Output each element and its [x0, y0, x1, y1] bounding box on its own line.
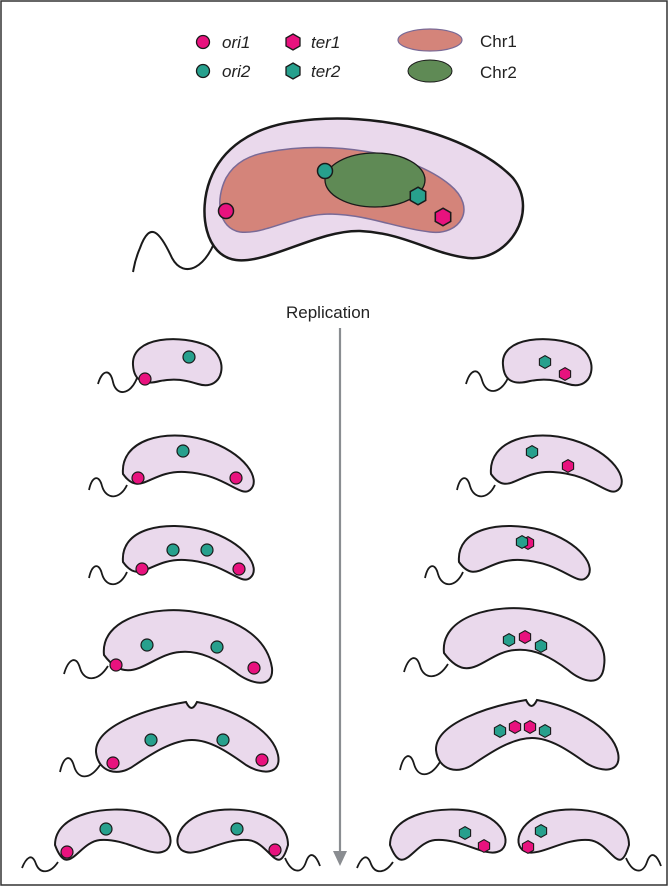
cell-body: [459, 526, 590, 580]
ori1-marker: [230, 472, 242, 484]
ori1-marker: [110, 659, 122, 671]
ori2-circle-icon: [197, 65, 210, 78]
cell-body: [436, 700, 619, 770]
chr1-ellipse-icon: [398, 29, 462, 51]
cell-body: [390, 810, 506, 860]
ori1-marker: [248, 662, 260, 674]
ori2-marker: [201, 544, 213, 556]
legend-ter1-label: ter1: [311, 33, 340, 52]
ter1-marker: [559, 368, 570, 381]
cell-flagellum: [425, 566, 463, 584]
cell-body: [444, 608, 605, 681]
ter1-marker: [519, 631, 530, 644]
replication-arrow-head: [333, 851, 347, 866]
ter1-marker: [509, 721, 520, 734]
cell-flagellum: [22, 857, 58, 871]
ori1-marker: [132, 472, 144, 484]
ori1-marker: [107, 757, 119, 769]
ori1-marker: [269, 844, 281, 856]
cell-flagellum: [64, 660, 108, 678]
cell-flagellum: [400, 756, 440, 774]
chr2-ellipse-icon: [408, 60, 452, 82]
ori2-marker: [231, 823, 243, 835]
ori1-marker: [136, 563, 148, 575]
legend: ori1 ori2 ter1 ter2 Chr1 Chr2: [197, 29, 517, 82]
left-cell-4: [64, 610, 272, 683]
cell-flagellum: [89, 478, 127, 496]
ori1-marker: [256, 754, 268, 766]
ori2-marker: [100, 823, 112, 835]
cell-body: [491, 435, 622, 491]
right-cell-6b: [518, 810, 661, 871]
ori1-marker: [61, 846, 73, 858]
ter1-hexagon-icon: [286, 34, 300, 50]
right-cell-1: [466, 339, 591, 391]
cell-body: [96, 702, 279, 772]
left-cell-5: [60, 702, 279, 776]
cell-flagellum: [466, 371, 508, 391]
cell-flagellum: [626, 855, 661, 870]
cell-flagellum: [457, 478, 495, 496]
left-cell-1: [98, 339, 221, 392]
ori2-marker: [145, 734, 157, 746]
ter2-marker: [494, 725, 505, 738]
legend-ori1-label: ori1: [222, 33, 250, 52]
left-cell-3: [89, 526, 254, 584]
cell-body: [104, 610, 272, 683]
ter2-marker: [410, 187, 425, 205]
ter2-marker: [503, 634, 514, 647]
ter2-marker: [535, 825, 546, 838]
ter2-marker: [535, 640, 546, 653]
left-cell-6b: [177, 810, 320, 871]
ori2-marker: [183, 351, 195, 363]
ter1-marker: [524, 721, 535, 734]
right-cell-3: [425, 526, 590, 584]
ori1-circle-icon: [197, 36, 210, 49]
ori1-marker: [233, 563, 245, 575]
cell-flagellum: [89, 566, 127, 584]
right-cell-6a: [357, 810, 506, 872]
ori2-marker: [141, 639, 153, 651]
ori2-marker: [167, 544, 179, 556]
right-cell-5: [400, 700, 619, 774]
ter2-marker: [539, 356, 550, 369]
legend-chr1-label: Chr1: [480, 32, 517, 51]
ori2-marker: [177, 445, 189, 457]
cell-flagellum: [285, 855, 320, 870]
cell-flagellum: [98, 372, 137, 392]
ter1-marker: [522, 841, 533, 854]
cell-body: [518, 810, 629, 860]
ter2-marker: [516, 536, 527, 549]
cell-flagellum: [60, 758, 100, 776]
replication-label: Replication: [286, 303, 370, 322]
ori2-marker: [217, 734, 229, 746]
right-cell-4: [404, 608, 604, 681]
ori1-marker: [219, 204, 234, 219]
legend-ter2-label: ter2: [311, 62, 341, 81]
ter2-hexagon-icon: [286, 63, 300, 79]
ter2-marker: [539, 725, 550, 738]
right-cell-2: [457, 435, 622, 496]
legend-ori2-label: ori2: [222, 62, 251, 81]
left-cell-2: [89, 435, 254, 496]
main-cell: [133, 119, 523, 272]
main-cell-flagellum: [133, 232, 218, 272]
cell-flagellum: [404, 658, 448, 676]
ter2-marker: [526, 446, 537, 459]
ter2-marker: [459, 827, 470, 840]
ori2-marker: [211, 641, 223, 653]
ori2-marker: [318, 164, 333, 179]
cell-flagellum: [357, 857, 393, 871]
ori1-marker: [139, 373, 151, 385]
ter1-marker: [435, 208, 450, 226]
left-cell-6a: [22, 810, 171, 872]
ter1-marker: [478, 840, 489, 853]
ter1-marker: [562, 460, 573, 473]
legend-chr2-label: Chr2: [480, 63, 517, 82]
